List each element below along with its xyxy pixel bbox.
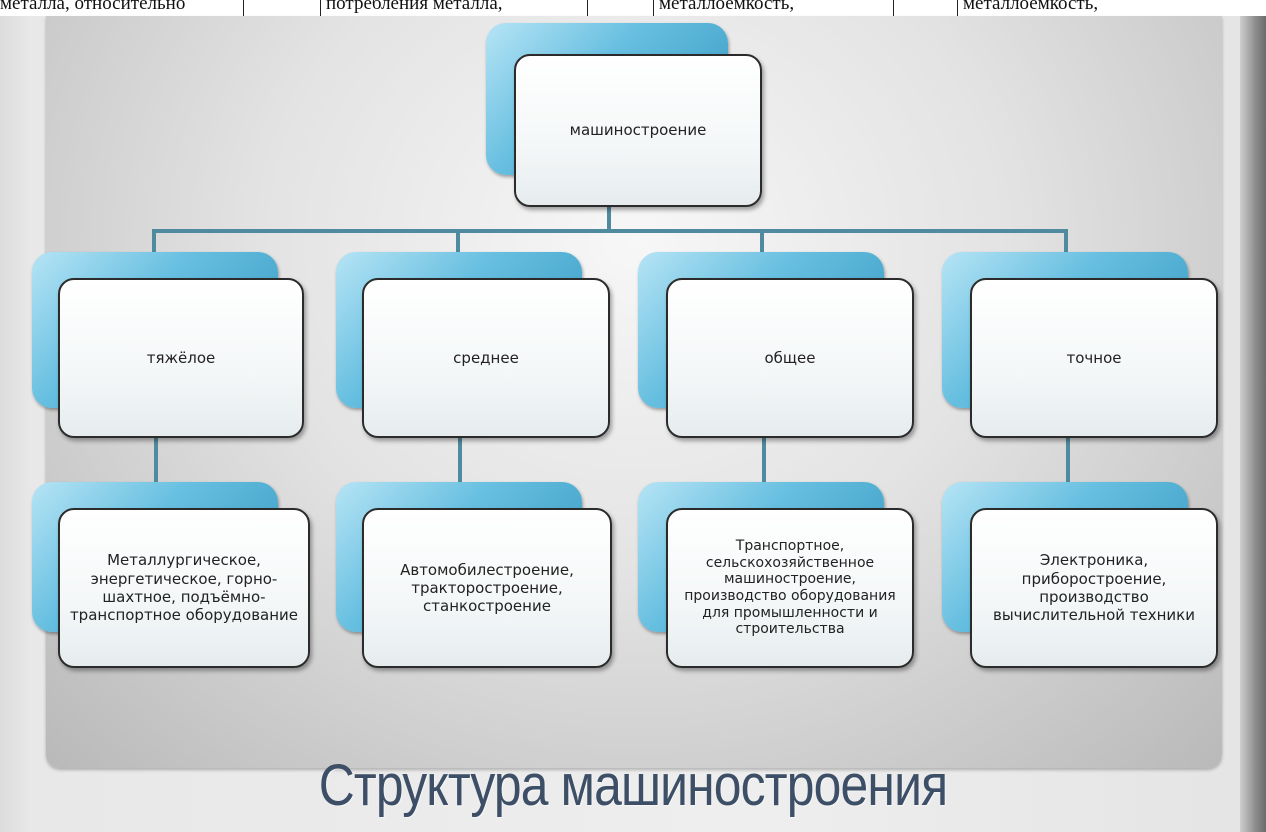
example-node-precise: Электроника, приборостроение, производст…	[942, 482, 1218, 668]
branch-node-general: общее	[638, 252, 914, 438]
top-cell-4: металлоемкость,	[963, 0, 1099, 14]
node-front: Электроника, приборостроение, производст…	[970, 508, 1218, 668]
branch-label: точное	[1066, 348, 1122, 367]
node-front: тяжёлое	[58, 278, 304, 438]
connector-branch-4	[1064, 229, 1068, 257]
node-front: среднее	[362, 278, 610, 438]
connector-branch-2	[456, 229, 460, 257]
example-node-medium: Автомобилестроение, тракторостроение, ст…	[336, 482, 612, 668]
branch-label: общее	[764, 348, 816, 367]
branch-label: среднее	[453, 348, 519, 367]
connector-branch-3	[760, 229, 764, 257]
root-node: машиностроение	[486, 23, 764, 207]
connector-branch-1	[152, 229, 156, 257]
connector-root-down	[607, 205, 611, 231]
table-divider	[893, 0, 894, 16]
slide-right-edge	[1240, 16, 1266, 832]
table-divider	[243, 0, 244, 16]
branch-node-heavy: тяжёлое	[32, 252, 304, 438]
connector-sub-2	[458, 434, 462, 486]
top-table-strip: металла, относительно потребления металл…	[0, 0, 1266, 16]
node-front: точное	[970, 278, 1218, 438]
connector-sub-1	[154, 434, 158, 486]
top-cell-3: металлоемкость,	[659, 0, 795, 14]
root-label: машиностроение	[569, 121, 707, 140]
example-node-heavy: Металлургическое, энергетическое, горно-…	[32, 482, 310, 668]
node-front: Транспортное, сельскохозяйственное машин…	[666, 508, 914, 668]
examples-text: Электроника, приборостроение, производст…	[993, 551, 1195, 625]
connector-sub-4	[1066, 434, 1070, 486]
table-divider	[957, 0, 958, 16]
examples-text: Металлургическое, энергетическое, горно-…	[69, 551, 299, 625]
node-front: машиностроение	[514, 54, 762, 207]
slide-title: Структура машиностроения	[318, 753, 948, 818]
top-cell-2: потребления металла,	[326, 0, 503, 14]
node-front: Металлургическое, энергетическое, горно-…	[58, 508, 310, 668]
node-front: Автомобилестроение, тракторостроение, ст…	[362, 508, 612, 668]
branch-label: тяжёлое	[146, 348, 216, 367]
examples-text: Транспортное, сельскохозяйственное машин…	[684, 538, 896, 638]
node-front: общее	[666, 278, 914, 438]
table-divider	[320, 0, 321, 16]
branch-node-precise: точное	[942, 252, 1218, 438]
table-divider	[587, 0, 588, 16]
example-node-general: Транспортное, сельскохозяйственное машин…	[638, 482, 914, 668]
connector-horizontal	[152, 229, 1068, 233]
branch-node-medium: среднее	[336, 252, 610, 438]
examples-text: Автомобилестроение, тракторостроение, ст…	[400, 560, 574, 616]
table-divider	[653, 0, 654, 16]
top-cell-1: металла, относительно	[0, 0, 186, 14]
connector-sub-3	[762, 434, 766, 486]
